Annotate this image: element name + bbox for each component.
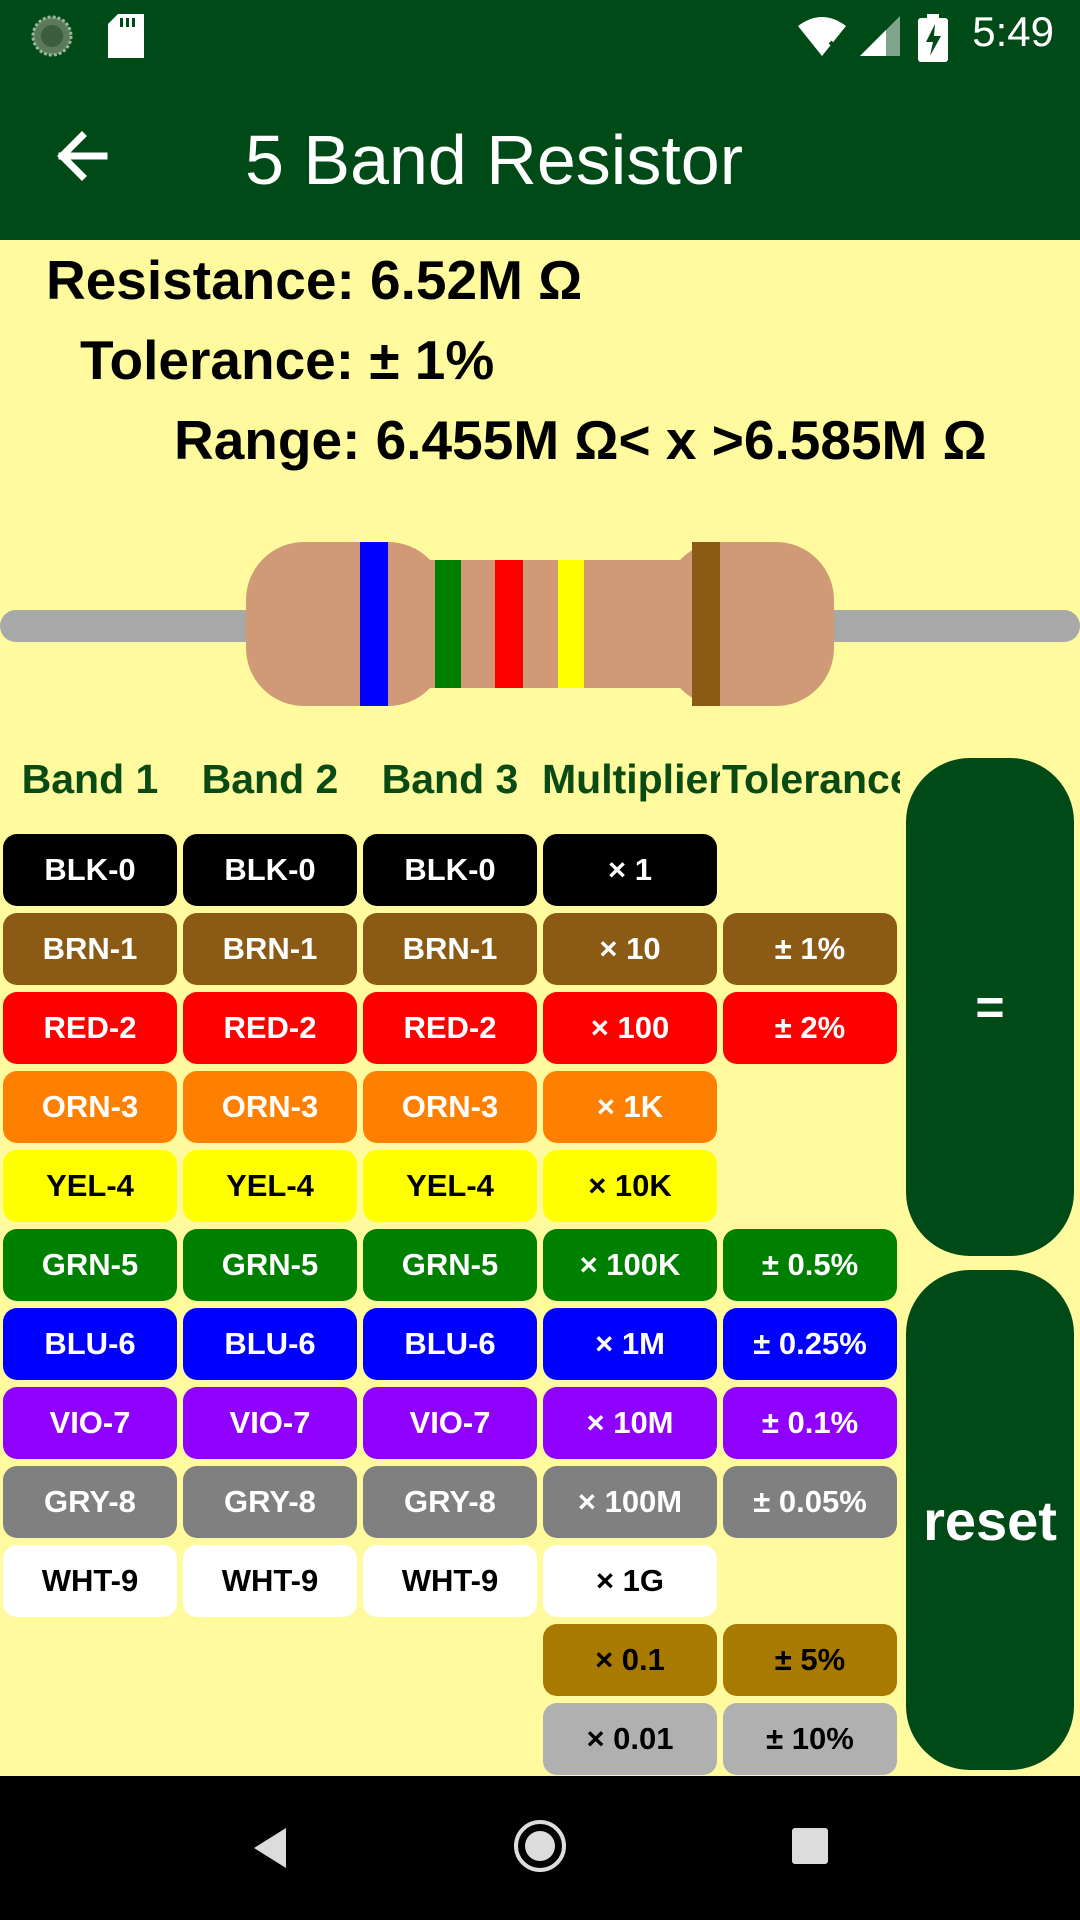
app-bar: 5 Band Resistor [0, 72, 1080, 240]
band1-gry-8-button[interactable]: GRY-8 [3, 1466, 177, 1538]
tolerance-button-1[interactable]: ± 1% [723, 913, 897, 985]
tolerance-text: Tolerance: ± 1% [80, 329, 495, 391]
nav-home-icon[interactable] [512, 1818, 568, 1874]
band3-vio-7-button[interactable]: VIO-7 [363, 1387, 537, 1459]
band2-gry-8-button[interactable]: GRY-8 [183, 1466, 357, 1538]
signal-icon [858, 14, 902, 63]
multiplier-button-7[interactable]: × 10M [543, 1387, 717, 1459]
band2-grn-5-button[interactable]: GRN-5 [183, 1229, 357, 1301]
resistor-diagram [0, 542, 1080, 706]
back-button[interactable] [44, 116, 124, 196]
multiplier-button-2[interactable]: × 100 [543, 992, 717, 1064]
resistor-body-left [246, 542, 446, 706]
band1-blu-6-button[interactable]: BLU-6 [3, 1308, 177, 1380]
tolerance-button-8[interactable]: ± 0.05% [723, 1466, 897, 1538]
resistor-band-3 [495, 560, 523, 688]
tolerance-button-2[interactable]: ± 2% [723, 992, 897, 1064]
band3-blk-0-button[interactable]: BLK-0 [363, 834, 537, 906]
tolerance-button-10[interactable]: ± 5% [723, 1624, 897, 1696]
band1-vio-7-button[interactable]: VIO-7 [3, 1387, 177, 1459]
multiplier-button-4[interactable]: × 10K [543, 1150, 717, 1222]
band1-blk-0-button[interactable]: BLK-0 [3, 834, 177, 906]
band3-blu-6-button[interactable]: BLU-6 [363, 1308, 537, 1380]
band2-yel-4-button[interactable]: YEL-4 [183, 1150, 357, 1222]
band3-brn-1-button[interactable]: BRN-1 [363, 913, 537, 985]
header-tolerance: Tolerance [722, 756, 900, 802]
band3-orn-3-button[interactable]: ORN-3 [363, 1071, 537, 1143]
band1-wht-9-button[interactable]: WHT-9 [3, 1545, 177, 1617]
multiplier-button-6[interactable]: × 1M [543, 1308, 717, 1380]
band1-orn-3-button[interactable]: ORN-3 [3, 1071, 177, 1143]
multiplier-button-0[interactable]: × 1 [543, 834, 717, 906]
header-band-3: Band 3 [381, 756, 519, 802]
page-title: 5 Band Resistor [245, 121, 744, 199]
header-band-1: Band 1 [21, 756, 159, 802]
nav-back-icon[interactable] [250, 1824, 290, 1872]
band2-vio-7-button[interactable]: VIO-7 [183, 1387, 357, 1459]
band3-yel-4-button[interactable]: YEL-4 [363, 1150, 537, 1222]
multiplier-button-5[interactable]: × 100K [543, 1229, 717, 1301]
band3-grn-5-button[interactable]: GRN-5 [363, 1229, 537, 1301]
navigation-bar [0, 1776, 1080, 1920]
reset-button[interactable]: reset [906, 1270, 1074, 1770]
band2-blk-0-button[interactable]: BLK-0 [183, 834, 357, 906]
resistor-band-2 [435, 560, 461, 688]
band2-blu-6-button[interactable]: BLU-6 [183, 1308, 357, 1380]
range-text: Range: 6.455M Ω< x >6.585M Ω [174, 409, 987, 471]
arrow-left-icon [57, 131, 108, 181]
multiplier-button-3[interactable]: × 1K [543, 1071, 717, 1143]
multiplier-button-11[interactable]: × 0.01 [543, 1703, 717, 1775]
sd-card-icon [108, 14, 144, 63]
band1-yel-4-button[interactable]: YEL-4 [3, 1150, 177, 1222]
resistor-band-tolerance [692, 542, 720, 706]
band1-red-2-button[interactable]: RED-2 [3, 992, 177, 1064]
band3-gry-8-button[interactable]: GRY-8 [363, 1466, 537, 1538]
resistance-text: Resistance: 6.52M Ω [46, 249, 583, 311]
tolerance-button-6[interactable]: ± 0.25% [723, 1308, 897, 1380]
band2-wht-9-button[interactable]: WHT-9 [183, 1545, 357, 1617]
clock: 5:49 [972, 8, 1054, 55]
band2-orn-3-button[interactable]: ORN-3 [183, 1071, 357, 1143]
resistor-lead-left [0, 610, 270, 642]
multiplier-button-10[interactable]: × 0.1 [543, 1624, 717, 1696]
band3-wht-9-button[interactable]: WHT-9 [363, 1545, 537, 1617]
resistor-band-1 [360, 542, 388, 706]
resistor-band-multiplier [558, 560, 584, 688]
tolerance-button-5[interactable]: ± 0.5% [723, 1229, 897, 1301]
band2-brn-1-button[interactable]: BRN-1 [183, 913, 357, 985]
status-bar: 5:49 [0, 0, 1080, 72]
wifi-icon [796, 14, 848, 63]
multiplier-button-8[interactable]: × 100M [543, 1466, 717, 1538]
header-band-2: Band 2 [201, 756, 339, 802]
resistor-lead-right [810, 610, 1080, 642]
battery-charging-icon [918, 14, 948, 67]
header-multiplier: Multiplier [542, 756, 720, 802]
band3-red-2-button[interactable]: RED-2 [363, 992, 537, 1064]
multiplier-button-9[interactable]: × 1G [543, 1545, 717, 1617]
sync-icon [30, 14, 74, 63]
tolerance-button-7[interactable]: ± 0.1% [723, 1387, 897, 1459]
band1-brn-1-button[interactable]: BRN-1 [3, 913, 177, 985]
multiplier-button-1[interactable]: × 10 [543, 913, 717, 985]
tolerance-button-11[interactable]: ± 10% [723, 1703, 897, 1775]
band1-grn-5-button[interactable]: GRN-5 [3, 1229, 177, 1301]
band2-red-2-button[interactable]: RED-2 [183, 992, 357, 1064]
nav-recents-icon[interactable] [790, 1826, 830, 1866]
resistor-body-right [664, 542, 834, 706]
equals-button[interactable]: = [906, 758, 1074, 1256]
